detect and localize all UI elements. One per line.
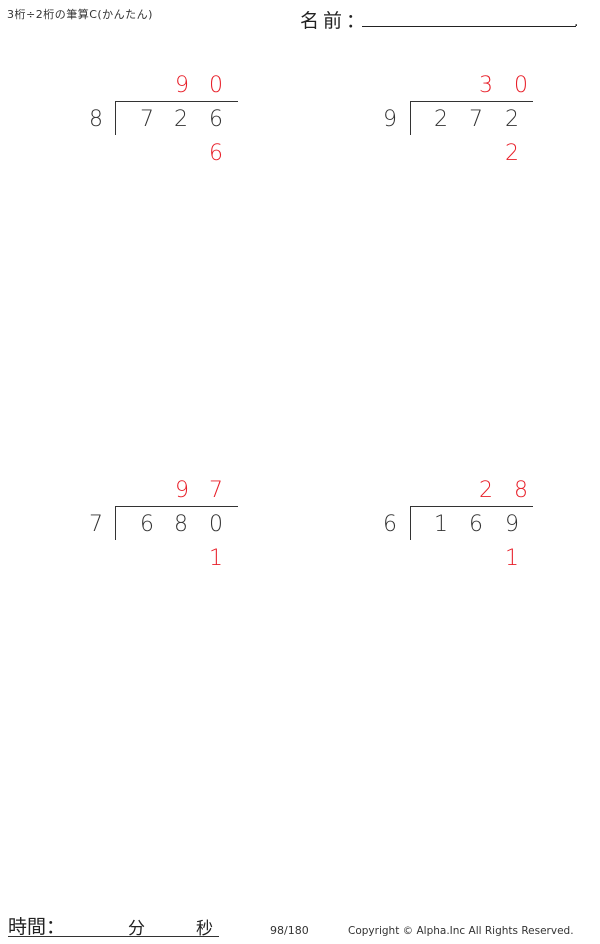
- page-number: 98/180: [270, 924, 309, 937]
- dividend-digit: 2: [174, 107, 188, 132]
- quotient-digit: 0: [209, 73, 223, 98]
- divisor: 9: [383, 107, 397, 132]
- division-bar: [115, 506, 238, 507]
- copyright-text: Copyright © Alpha.Inc All Rights Reserve…: [348, 925, 574, 937]
- time-field-underline[interactable]: [8, 936, 219, 937]
- remainder: 1: [505, 546, 519, 571]
- division-bracket: [410, 506, 411, 540]
- dividend-digit: 6: [469, 512, 483, 537]
- name-field[interactable]: [362, 26, 576, 27]
- time-label: 時間：: [8, 916, 66, 938]
- division-problem-1: 9 0 8 7 2 6 6: [80, 72, 260, 172]
- quotient-digit: 9: [175, 73, 189, 98]
- quotient-digit: 7: [209, 478, 223, 503]
- division-bar: [115, 101, 238, 102]
- dividend-digit: 6: [209, 107, 223, 132]
- dividend-digit: 8: [174, 512, 188, 537]
- division-bracket: [115, 506, 116, 540]
- division-bar: [410, 101, 533, 102]
- seconds-label: 秒: [196, 919, 213, 939]
- minutes-label: 分: [128, 919, 145, 939]
- dividend-digit: 7: [469, 107, 483, 132]
- division-bar: [410, 506, 533, 507]
- dividend-digit: 0: [209, 512, 223, 537]
- dividend-digit: 2: [505, 107, 519, 132]
- division-problem-3: 9 7 7 6 8 0 1: [80, 477, 260, 577]
- division-problem-2: 3 0 9 2 7 2 2: [375, 72, 555, 172]
- remainder: 2: [505, 141, 519, 166]
- dividend-digit: 1: [434, 512, 448, 537]
- quotient-digit: 0: [514, 73, 528, 98]
- division-bracket: [410, 101, 411, 135]
- divisor: 7: [89, 512, 103, 537]
- quotient-digit: 8: [514, 478, 528, 503]
- division-problem-4: 2 8 6 1 6 9 1: [375, 477, 555, 577]
- division-bracket: [115, 101, 116, 135]
- name-label: 名前：: [300, 10, 370, 32]
- dividend-digit: 7: [140, 107, 154, 132]
- divisor: 6: [383, 512, 397, 537]
- dividend-digit: 9: [505, 512, 519, 537]
- dividend-digit: 6: [140, 512, 154, 537]
- quotient-digit: 2: [479, 478, 493, 503]
- remainder: 6: [209, 141, 223, 166]
- quotient-digit: 3: [479, 73, 493, 98]
- quotient-digit: 9: [175, 478, 189, 503]
- divisor: 8: [89, 107, 103, 132]
- remainder: 1: [209, 546, 223, 571]
- dividend-digit: 2: [434, 107, 448, 132]
- name-end-mark: .: [574, 14, 579, 30]
- worksheet-title: 3桁÷2桁の筆算C(かんたん): [7, 8, 153, 21]
